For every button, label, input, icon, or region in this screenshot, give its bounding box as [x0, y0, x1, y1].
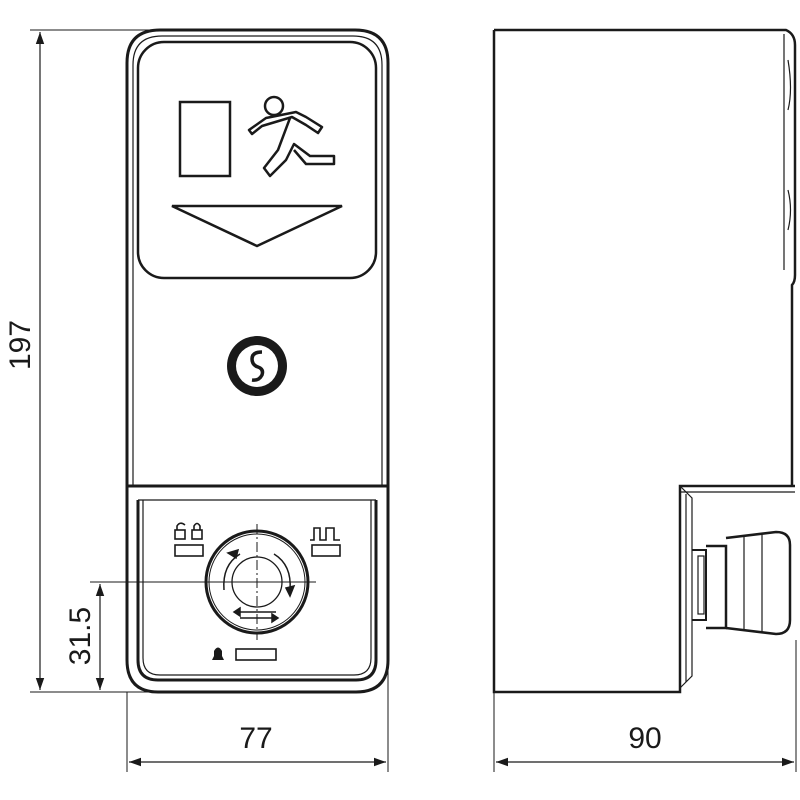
pulse-signal-icon: [310, 527, 341, 557]
depth-label: 90: [628, 722, 661, 755]
padlock-icon: [174, 522, 204, 557]
side-view: [492, 28, 797, 694]
down-arrow-icon: [171, 204, 343, 248]
door-icon: [178, 100, 232, 178]
height-total-label: 197: [4, 320, 37, 370]
button-module: [127, 484, 388, 682]
front-view: [125, 28, 390, 694]
button-height-label: 31.5: [64, 607, 97, 665]
exit-sign-panel: [136, 40, 378, 280]
front-width-label: 77: [239, 722, 272, 755]
rotate-arrows-icon: [223, 548, 296, 624]
dimension-labels: 197 31.5 77 90: [4, 320, 662, 755]
button-side-profile: [679, 485, 792, 689]
bell-icon: [212, 647, 277, 661]
key-switch-icon: [227, 336, 287, 396]
running-man-icon: [247, 95, 336, 178]
dimension-lines: [30, 29, 797, 772]
